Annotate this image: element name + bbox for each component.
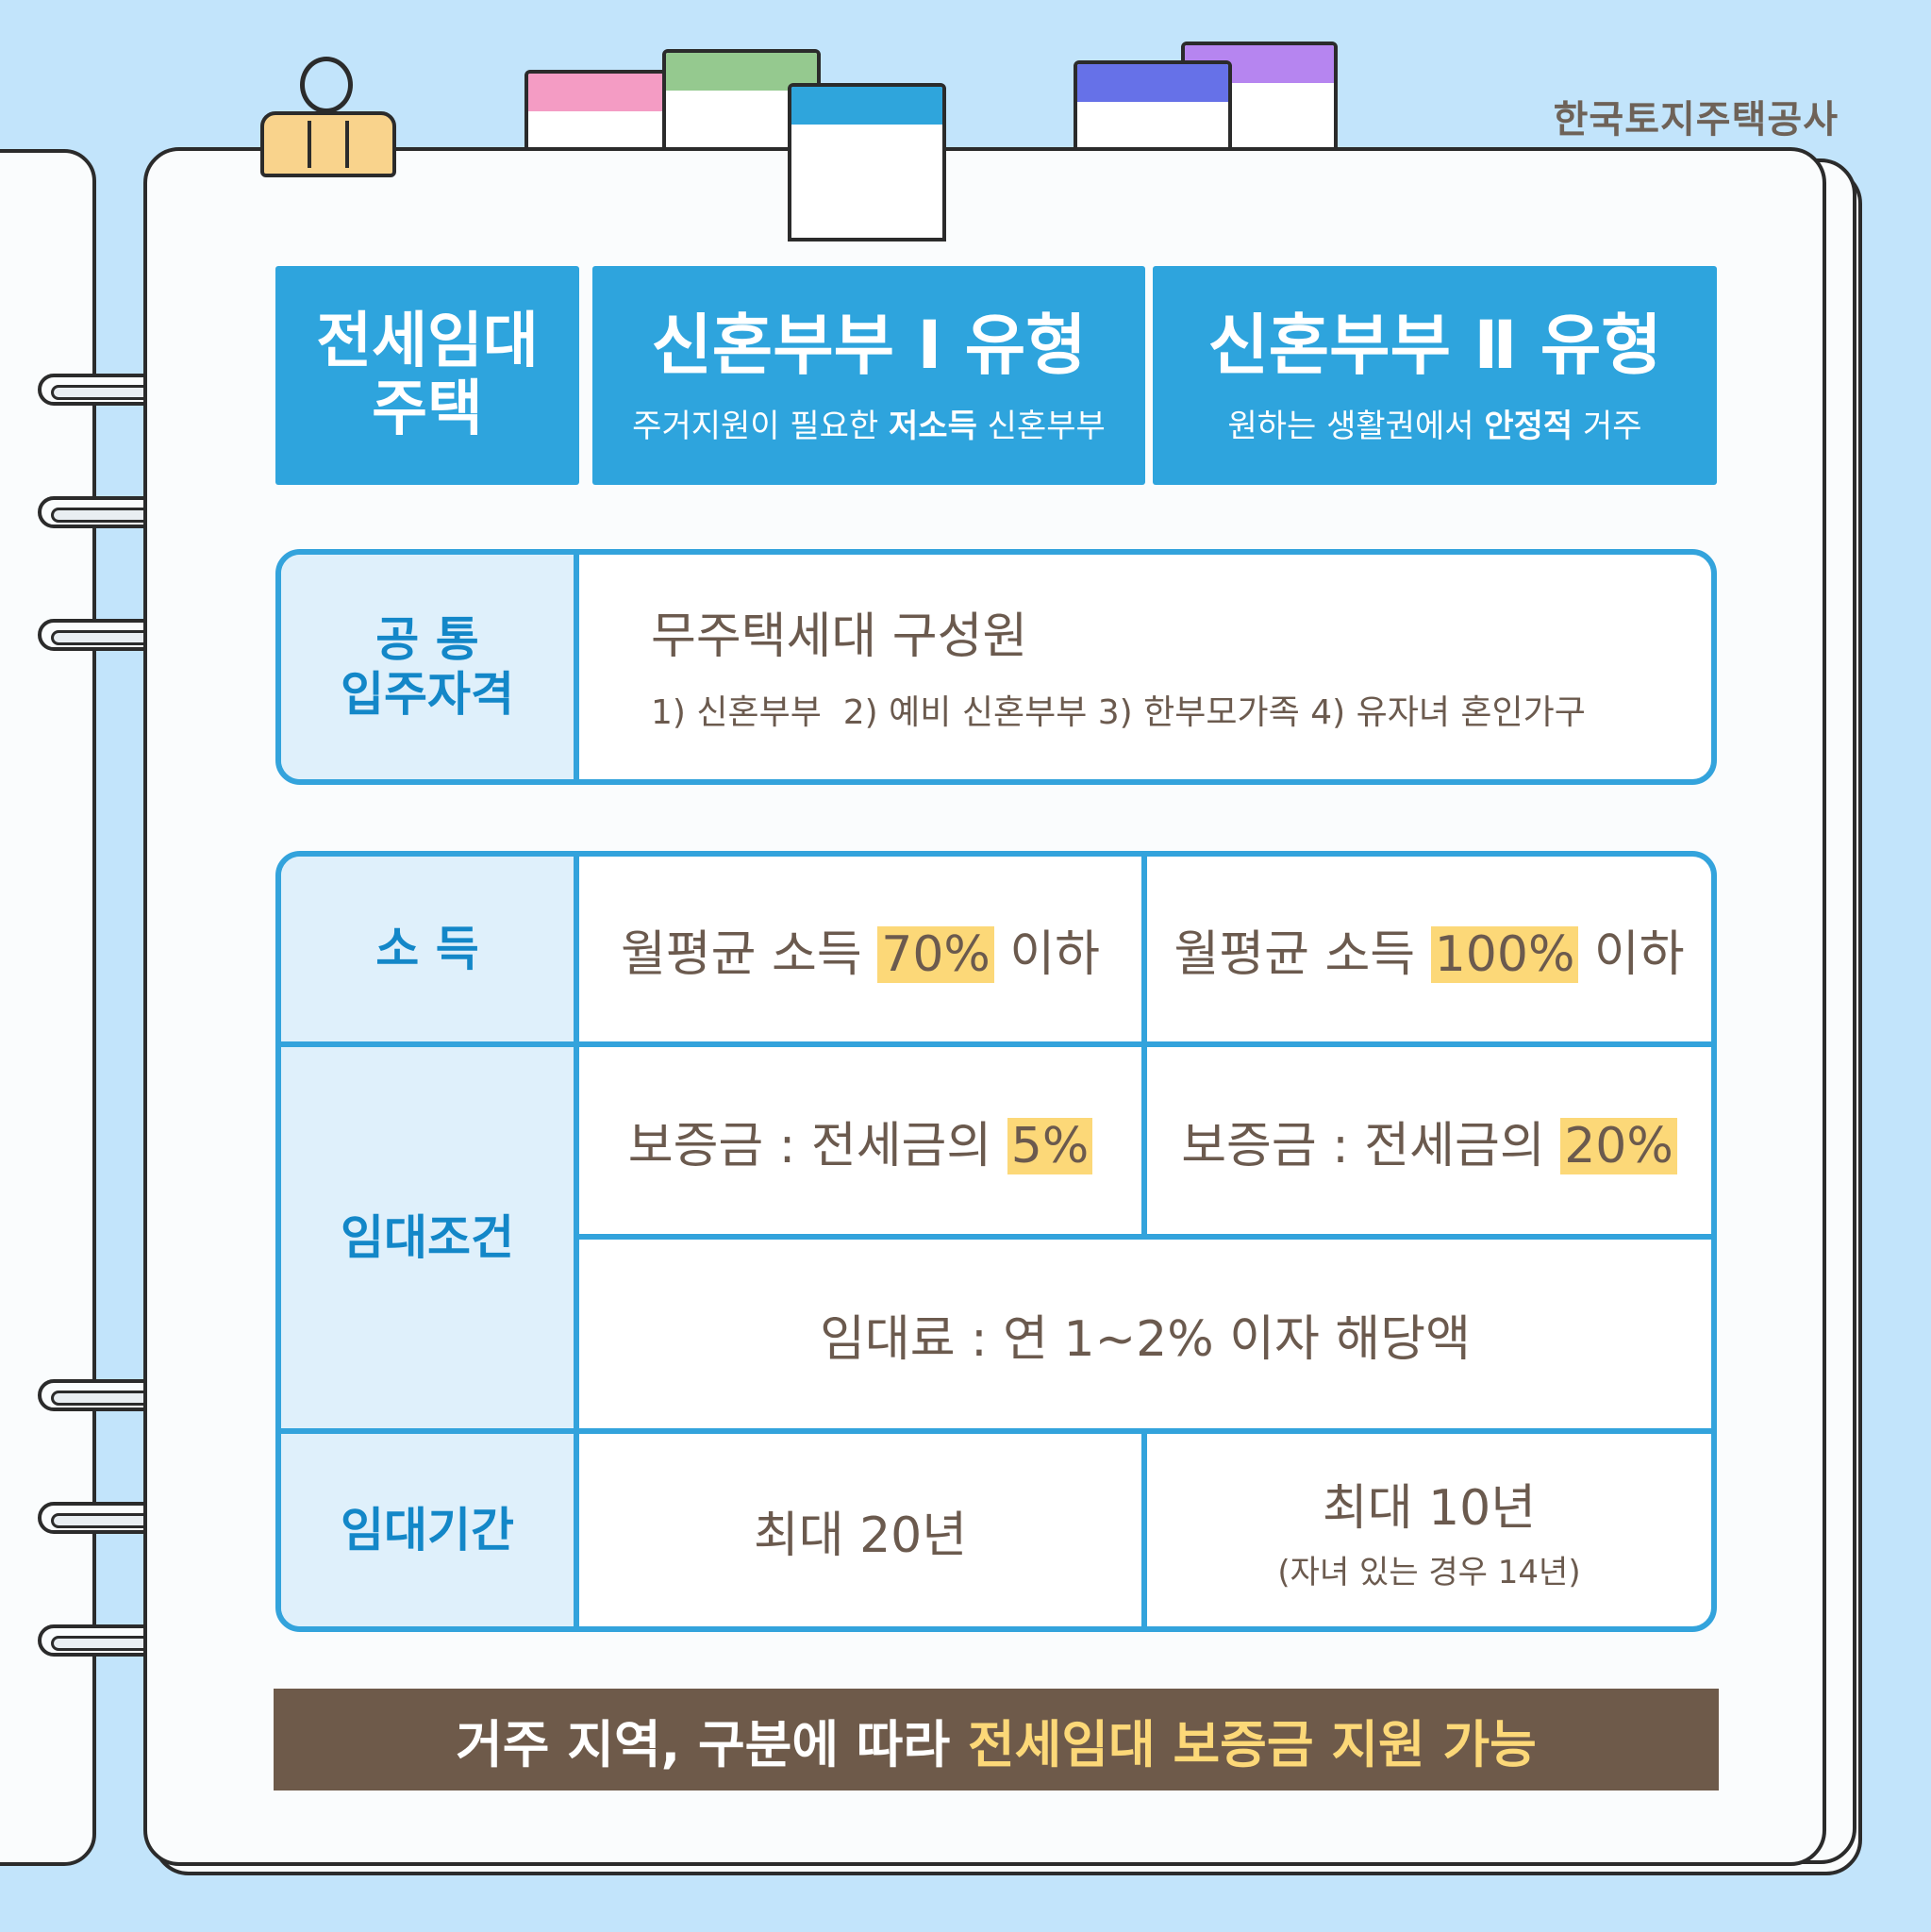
housing-type-line2: 주택 [372, 375, 483, 444]
type2-header: 신혼부부 Ⅱ 유형 원하는 생활권에서 안정적 거주 [1153, 266, 1717, 485]
period-type1: 최대 20년 [753, 1507, 968, 1564]
housing-type-header: 전세임대 주택 [275, 266, 579, 485]
divider [579, 1234, 1711, 1240]
binder-clip-handle [300, 57, 353, 113]
housing-type-line1: 전세임대 [316, 307, 539, 376]
type1-subtitle: 주거지원이 필요한 저소득 신혼부부 [632, 407, 1106, 445]
common-main-text: 무주택세대 구성원 [651, 608, 1028, 665]
income-type1-highlight: 70% [877, 925, 994, 983]
pink-tab [524, 70, 685, 155]
income-type1: 월평균 소득 70% 이하 [620, 925, 1101, 983]
rent-text: 임대료 : 연 1~2% 이자 해당액 [820, 1310, 1471, 1368]
period-type2: 최대 10년 (자녀 있는 경우 14년) [1147, 1434, 1711, 1626]
type1-header: 신혼부부 Ⅰ 유형 주거지원이 필요한 저소득 신혼부부 [592, 266, 1145, 485]
indigo-tab [1074, 60, 1232, 157]
type2-subtitle: 원하는 생활권에서 안정적 거주 [1227, 407, 1642, 445]
period-type2-main: 최대 10년 [1322, 1480, 1537, 1537]
divider [574, 857, 579, 1626]
common-detail-text: 1) 신혼부부 2) 예비 신혼부부 3) 한부모가족 4) 유자녀 혼인가구 [651, 693, 1586, 732]
deposit-type1-highlight: 5% [1007, 1117, 1093, 1174]
lease-condition-label: 임대조건 [281, 1047, 574, 1428]
income-label: 소 득 [281, 857, 574, 1041]
deposit-type2-highlight: 20% [1560, 1117, 1677, 1174]
divider [1141, 857, 1147, 1240]
deposit-type2: 보증금 : 전세금의 20% [1147, 1047, 1711, 1234]
binder-clip-icon [260, 111, 396, 177]
type2-title: 신혼부부 Ⅱ 유형 [1207, 306, 1662, 384]
deposit-type1: 보증금 : 전세금의 5% [579, 1047, 1141, 1234]
footer-banner: 거주 지역, 구분에 따라 전세임대 보증금 지원 가능 [274, 1689, 1719, 1790]
income-type2: 월평균 소득 100% 이하 [1174, 925, 1685, 983]
lease-period-label: 임대기간 [281, 1434, 574, 1626]
blue-tab [788, 83, 946, 242]
conditions-table: 소 득 임대조건 임대기간 월평균 소득 70% 이하 월평균 소득 100% … [275, 851, 1717, 1632]
period-type2-note: (자녀 있는 경우 14년) [1277, 1554, 1581, 1591]
footer-highlight: 전세임대 보증금 지원 가능 [967, 1714, 1537, 1774]
type1-title: 신혼부부 Ⅰ 유형 [651, 306, 1087, 384]
income-type2-highlight: 100% [1430, 925, 1579, 983]
brand-name: 한국토지주택공사 [1553, 98, 1839, 142]
divider [281, 1428, 1711, 1434]
back-page [0, 149, 96, 1866]
divider [281, 1041, 1711, 1047]
divider [574, 555, 579, 779]
footer-text: 거주 지역, 구분에 따라 [456, 1714, 968, 1774]
divider [1141, 1428, 1147, 1626]
